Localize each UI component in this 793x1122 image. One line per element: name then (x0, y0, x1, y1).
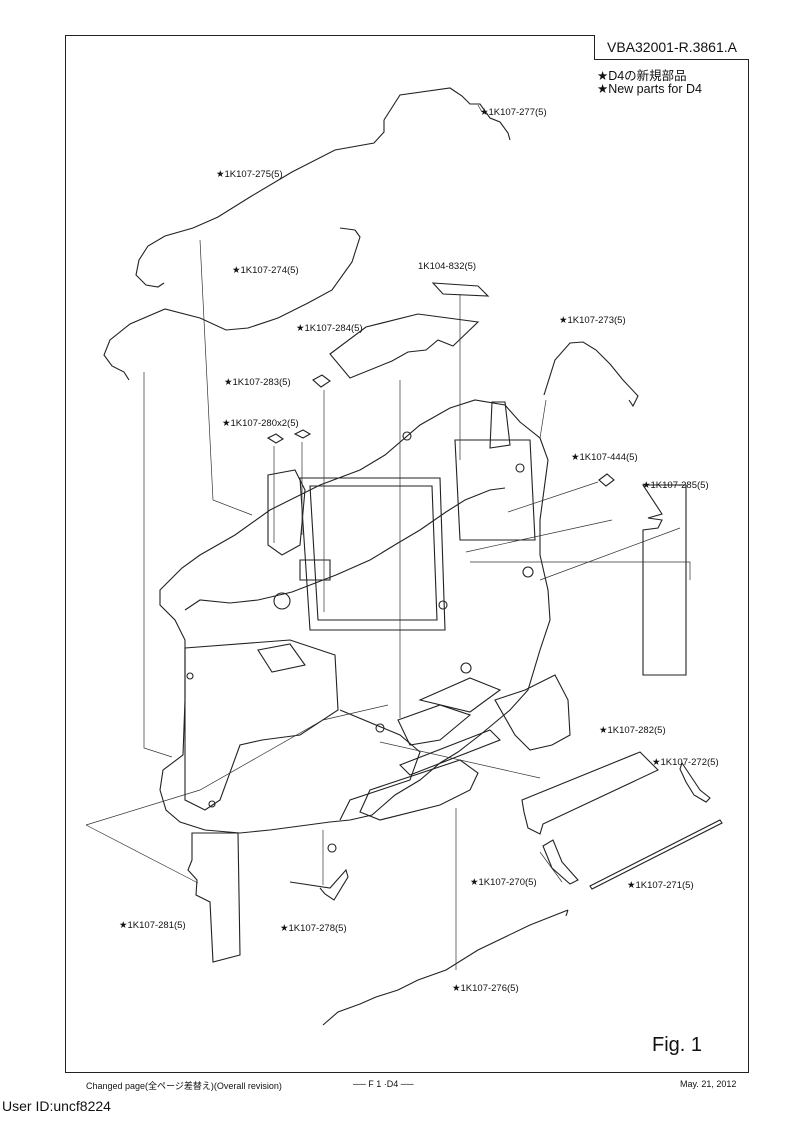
part-276-cable (322, 909, 569, 1026)
footer-changed-page: Changed page(全ページ差替え)(Overall revision) (86, 1081, 282, 1091)
label-283: ★1K107-283(5) (224, 377, 291, 388)
part-832-tape (431, 282, 490, 297)
label-444: ★1K107-444(5) (571, 452, 638, 463)
label-277: ★1K107-277(5) (480, 107, 547, 118)
figure-label: Fig. 1 (652, 1034, 703, 1056)
part-283-pad (312, 374, 331, 388)
label-274: ★1K107-274(5) (232, 265, 299, 276)
leader-lines (85, 104, 691, 970)
label-270: ★1K107-270(5) (470, 877, 537, 888)
drawing-frame (65, 35, 749, 1073)
label-276: ★1K107-276(5) (452, 983, 519, 994)
part-282-plate (521, 751, 659, 835)
part-270-spring (542, 839, 579, 885)
part-272-spring (679, 761, 711, 803)
label-271: ★1K107-271(5) (627, 880, 694, 891)
part-284-sheet (329, 313, 480, 379)
label-285: ★1K107-285(5) (642, 480, 709, 491)
label-281: ★1K107-281(5) (119, 920, 186, 931)
footer-page-number: ── F 1 ·D4 ── (353, 1079, 414, 1089)
document-id: VBA32001-R.3861.A (594, 35, 749, 60)
legend-japanese: ★D4の新規部品 (597, 69, 687, 83)
label-284: ★1K107-284(5) (296, 323, 363, 334)
part-444-pad (598, 473, 615, 487)
legend-english: ★New parts for D4 (597, 82, 702, 96)
footer-date: May. 21, 2012 (680, 1079, 737, 1089)
label-278: ★1K107-278(5) (280, 923, 347, 934)
part-281-sheet (187, 832, 241, 963)
part-273-wire (543, 341, 639, 408)
label-273: ★1K107-273(5) (559, 315, 626, 326)
part-271-rod (589, 819, 723, 890)
camera-body (159, 399, 571, 853)
label-282: ★1K107-282(5) (599, 725, 666, 736)
part-outlines (103, 87, 723, 1026)
part-285-sheet (641, 484, 687, 676)
user-id: User ID:uncf8224 (2, 1098, 111, 1114)
label-280: ★1K107-280x2(5) (222, 418, 299, 429)
part-280-pad-a (266, 433, 285, 444)
label-832: 1K104-832(5) (418, 261, 476, 272)
part-280-pad-b (293, 429, 312, 439)
label-275: ★1K107-275(5) (216, 169, 283, 180)
label-272: ★1K107-272(5) (652, 757, 719, 768)
part-278-spring (289, 868, 349, 901)
part-277-cable (135, 87, 511, 288)
part-274-cable (103, 227, 361, 381)
part-labels: ★1K107-277(5) ★1K107-275(5) ★1K107-274(5… (119, 107, 719, 994)
